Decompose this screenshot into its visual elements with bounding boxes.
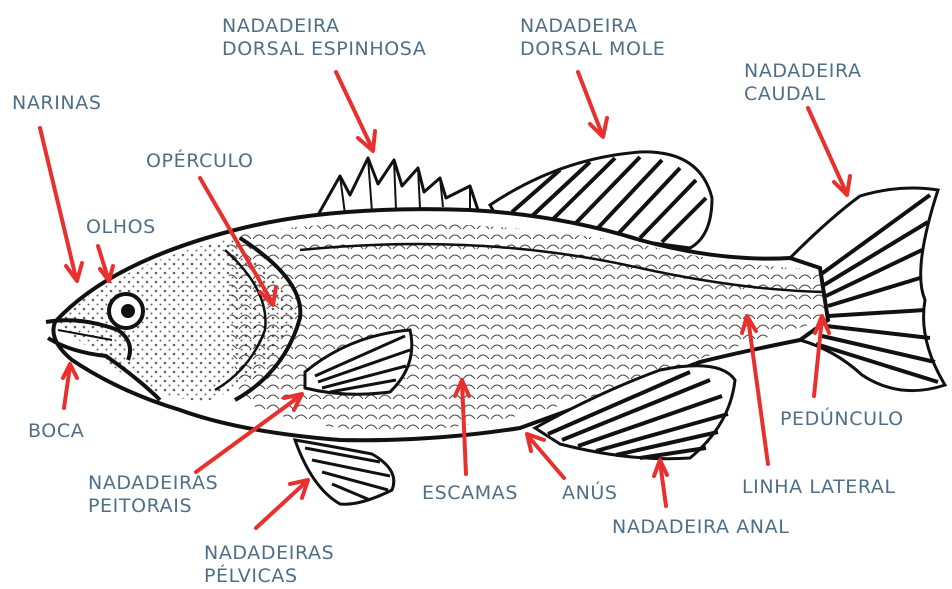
label-line: NADADEIRAS	[88, 472, 218, 495]
label-nadadeira-anal: NADADEIRA ANAL	[612, 516, 789, 539]
arrow-nadadeira-anal	[654, 460, 667, 506]
arrow-caudal	[808, 108, 850, 195]
label-line: PÉLVICAS	[204, 565, 334, 588]
label-line: NADADEIRA	[520, 15, 665, 38]
arrow-dorsal-espinhosa	[336, 72, 375, 151]
arrow-dorsal-mole	[578, 72, 607, 137]
label-line: NADADEIRA	[222, 15, 426, 38]
label-pedunculo: PEDÚNCULO	[780, 408, 904, 431]
label-anus: ANÚS	[562, 482, 618, 505]
label-boca: BOCA	[28, 420, 84, 443]
label-nadadeiras-pelvicas: NADADEIRAS PÉLVICAS	[204, 542, 334, 588]
arrow-pelvicas	[256, 480, 308, 528]
label-line: DORSAL ESPINHOSA	[222, 38, 426, 61]
label-olhos: OLHOS	[86, 216, 156, 239]
pelvic-fin	[295, 440, 394, 504]
label-nadadeira-caudal: NADADEIRA CAUDAL	[744, 60, 862, 106]
label-line: CAUDAL	[744, 83, 862, 106]
arrow-narinas	[40, 128, 82, 281]
label-narinas: NARINAS	[12, 92, 102, 115]
arrow-boca	[63, 364, 77, 408]
label-line: PEITORAIS	[88, 495, 218, 518]
label-nadadeira-dorsal-mole: NADADEIRA DORSAL MOLE	[520, 15, 665, 61]
label-line: NADADEIRA	[744, 60, 862, 83]
label-nadadeira-dorsal-espinhosa: NADADEIRA DORSAL ESPINHOSA	[222, 15, 426, 61]
spiny-dorsal-fin	[318, 158, 478, 215]
label-linha-lateral: LINHA LATERAL	[742, 476, 896, 499]
label-line: NADADEIRAS	[204, 542, 334, 565]
arrow-pedunculo	[814, 316, 829, 396]
label-line: DORSAL MOLE	[520, 38, 665, 61]
label-escamas: ESCAMAS	[422, 482, 518, 505]
label-nadadeiras-peitorais: NADADEIRAS PEITORAIS	[88, 472, 218, 518]
arrow-olhos	[98, 246, 113, 281]
label-operculo: OPÉRCULO	[146, 150, 254, 173]
